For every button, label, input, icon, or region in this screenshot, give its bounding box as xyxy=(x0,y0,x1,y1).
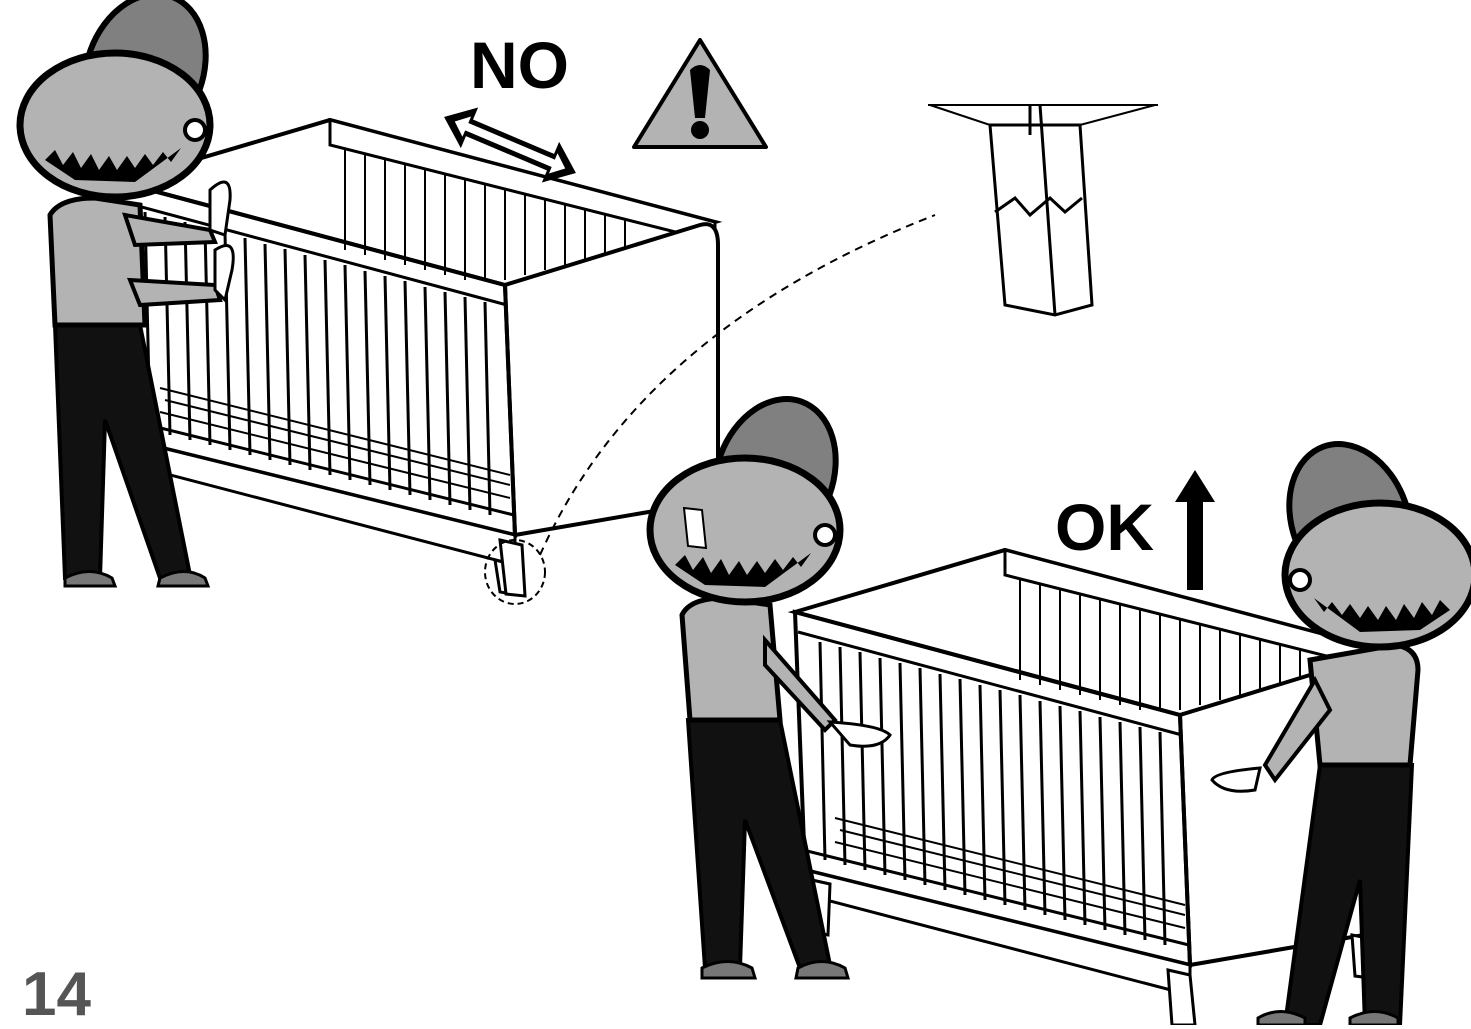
correct-method-scene xyxy=(650,382,1471,1025)
broken-leg-detail xyxy=(928,105,1158,315)
warning-triangle-icon xyxy=(634,40,766,147)
wrong-method-label: NO xyxy=(470,32,569,98)
arrow-up-icon xyxy=(1175,470,1215,590)
step-number: 14 xyxy=(22,964,91,1026)
right-method-label: OK xyxy=(1055,494,1154,560)
person-lifting-wrong xyxy=(20,0,233,586)
incorrect-method-scene xyxy=(20,0,1158,604)
